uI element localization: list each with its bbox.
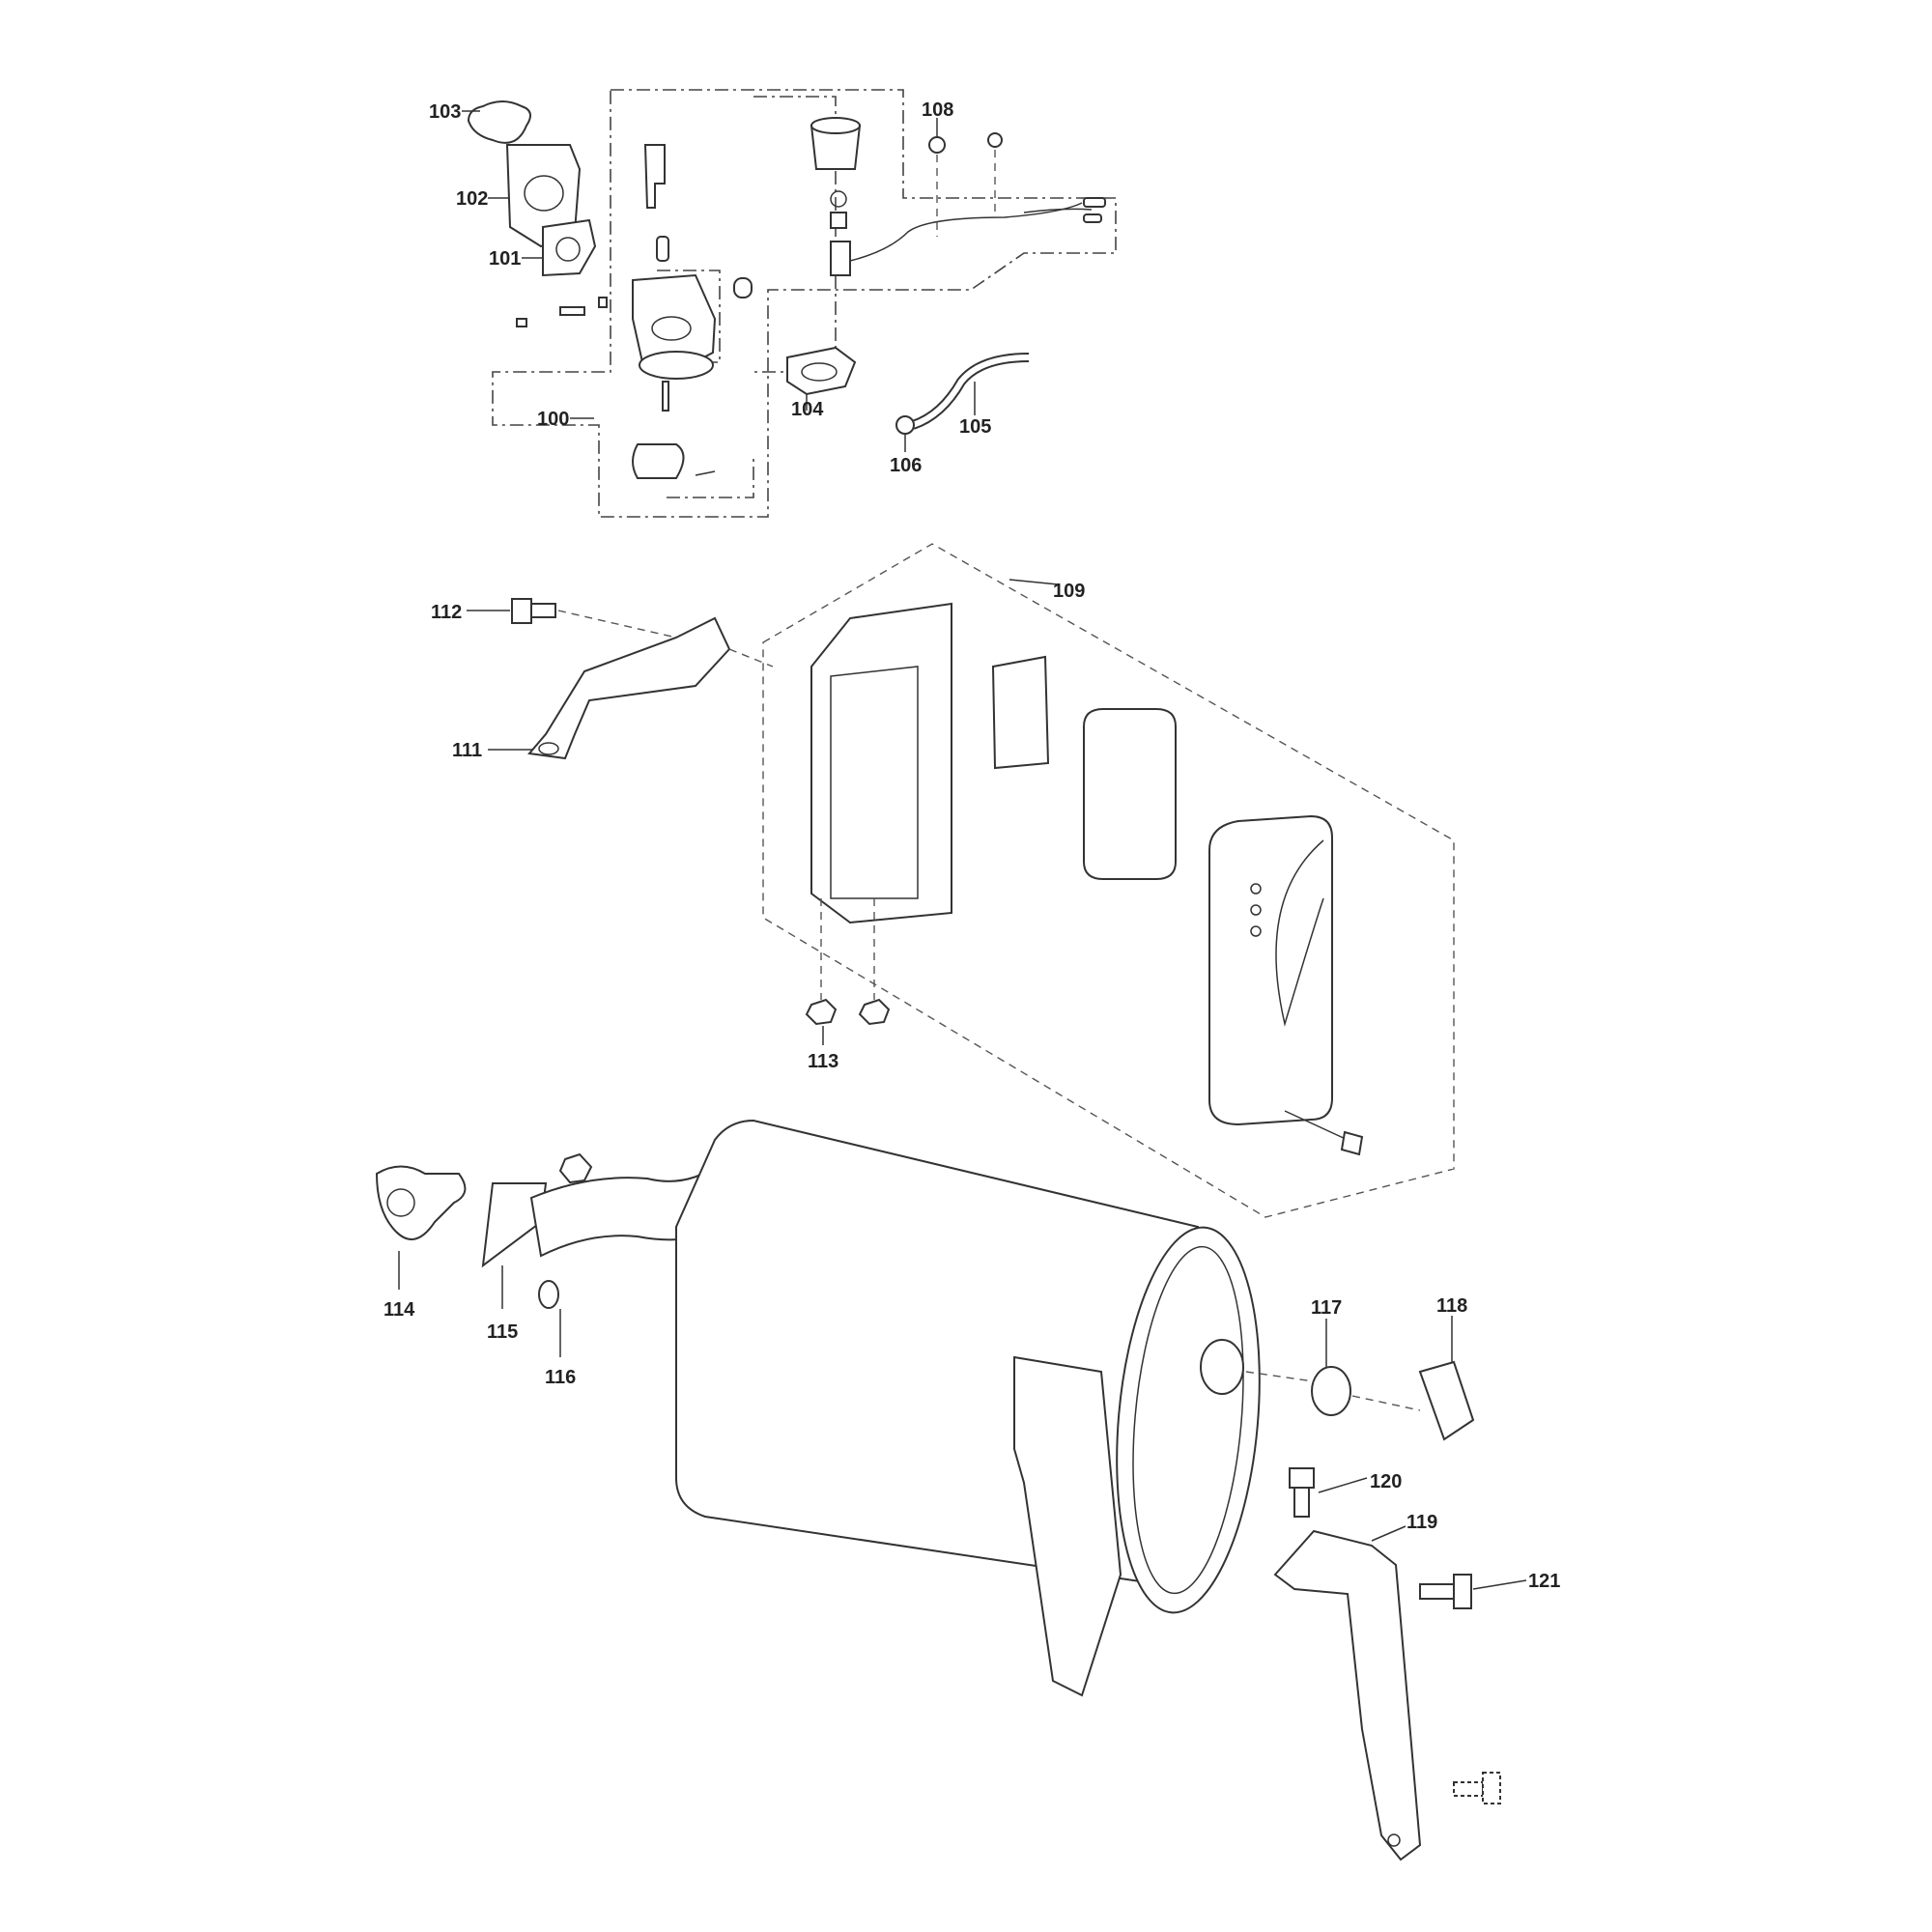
part-103-gasket: 103 <box>429 100 531 144</box>
part-100-carburetor: 100 <box>516 144 753 479</box>
part-109-air-cleaner-group: 109 <box>762 543 1455 1218</box>
callout-112: 112 <box>431 602 462 623</box>
part-105-fuel-hose: 105 <box>911 353 1030 438</box>
part-118-clamp: 118 <box>1351 1295 1475 1441</box>
fuel-bowl-and-solenoid <box>810 117 1106 276</box>
callout-120: 120 <box>1370 1471 1402 1492</box>
callout-102: 102 <box>456 188 488 210</box>
callout-106: 106 <box>890 455 922 476</box>
callout-108: 108 <box>922 99 953 121</box>
part-111-bracket: 111 <box>452 616 774 761</box>
carburetor-group-outline <box>492 89 1117 518</box>
part-112-bolt: 112 <box>431 598 677 639</box>
callout-114: 114 <box>384 1299 415 1321</box>
callout-118: 118 <box>1436 1295 1467 1317</box>
callout-117: 117 <box>1311 1297 1342 1319</box>
callout-100: 100 <box>537 409 569 430</box>
callout-104: 104 <box>791 399 824 420</box>
callout-115: 115 <box>487 1321 518 1343</box>
part-106-hose-clamp: 106 <box>890 415 922 476</box>
callout-105: 105 <box>959 416 991 438</box>
callout-119: 119 <box>1406 1512 1437 1533</box>
part-120-bolt: 120 <box>1289 1467 1402 1518</box>
callout-101: 101 <box>489 248 521 270</box>
part-101-gasket: 101 <box>489 218 597 277</box>
part-116-spacer: 116 <box>538 1152 593 1388</box>
part-104-gasket: 104 <box>786 346 857 420</box>
callout-116: 116 <box>545 1367 576 1388</box>
muffler-body <box>675 1119 1261 1697</box>
part-108-clip: 108 <box>922 99 1003 237</box>
callout-113: 113 <box>808 1051 838 1072</box>
part-113-nuts: 113 <box>805 898 891 1072</box>
callout-121: 121 <box>1528 1571 1560 1592</box>
callout-103: 103 <box>429 101 461 123</box>
part-114-exhaust-gasket: 114 <box>375 1165 467 1321</box>
part-121-bolt: 121 <box>1419 1571 1560 1804</box>
part-117-cap: 117 <box>1245 1297 1351 1416</box>
callout-109: 109 <box>1053 581 1085 602</box>
part-119-bracket: 119 <box>1273 1512 1437 1861</box>
callout-111: 111 <box>452 740 482 761</box>
